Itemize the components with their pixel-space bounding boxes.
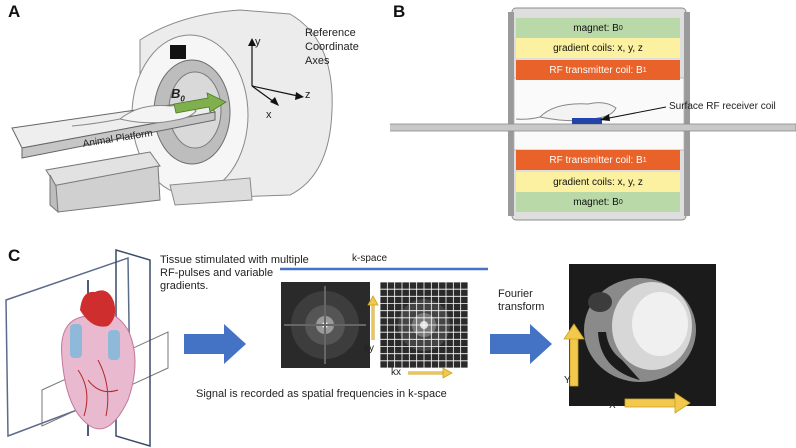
magnet-housing-right-edge [684,12,690,216]
x-arrowhead [674,392,691,414]
reference-axes-title: Reference Coordinate Axes [305,27,359,67]
kx-label: kx [391,367,401,378]
kx-arrowhead [442,367,453,379]
axis-y-label: y [255,36,261,48]
kspace-title: k-space [352,253,388,264]
y-arrowhead [563,323,585,340]
axis-x-arrowhead [270,97,279,106]
x-arrow-shaft [624,398,676,408]
scanner-window [170,45,186,59]
axis-x-label: x [266,109,272,121]
tissue-description: Tissue stimulated with multiple RF-pulse… [160,254,309,292]
axis-z-line [251,85,299,97]
ky-arrowhead [367,295,379,306]
fourier-transform-label: Fourier transform [498,288,545,313]
magnet-housing-left-edge [508,12,514,216]
panel-letter-a: A [8,2,21,21]
b0-label: B0 [171,86,185,104]
panel-letter-b: B [393,2,406,21]
heart-vein-left [70,324,82,358]
arrow-to-kspace [184,324,246,364]
bed-base-side [49,174,59,214]
y-arrow-shaft [569,337,579,387]
rat-tail [515,116,541,120]
reconstructed-heart-image [569,264,716,406]
kspace-pipeline-illustration [5,248,716,448]
heart-aorta [80,290,116,327]
axis-y-arrowhead [248,38,256,46]
kspace-sampling-grid [379,281,469,369]
animal-platform-edge [21,111,216,159]
receiver-pointer-line [603,106,667,120]
scanner-pedestal [169,177,253,206]
platform-bar [390,123,796,132]
x-label: X [609,400,616,411]
surface-receiver-coil [572,118,602,124]
arrow-to-image [490,324,552,364]
axis-z-label: z [305,89,311,101]
ky-label: ky [364,343,374,354]
receiver-coil-label: Surface RF receiver coil [669,101,776,112]
y-label: Y [564,375,571,386]
receiver-pointer-arrowhead [600,114,610,121]
rat-tail [71,118,121,127]
layer-gradient-top: gradient coils: x, y, z [516,38,680,58]
imaging-plane-4 [115,248,151,448]
heart-vein-right [108,330,120,360]
b0-field-arrow [173,92,227,114]
signal-description: Signal is recorded as spatial frequencie… [196,388,447,400]
panel-letter-c: C [8,246,21,265]
axis-x-line [251,85,275,103]
layer-gradient-bottom: gradient coils: x, y, z [516,172,680,192]
axis-z-arrowhead [295,92,304,100]
scanner-illustration [11,9,333,214]
heart-vessels [77,359,119,417]
kspace-image-raw [281,282,370,368]
